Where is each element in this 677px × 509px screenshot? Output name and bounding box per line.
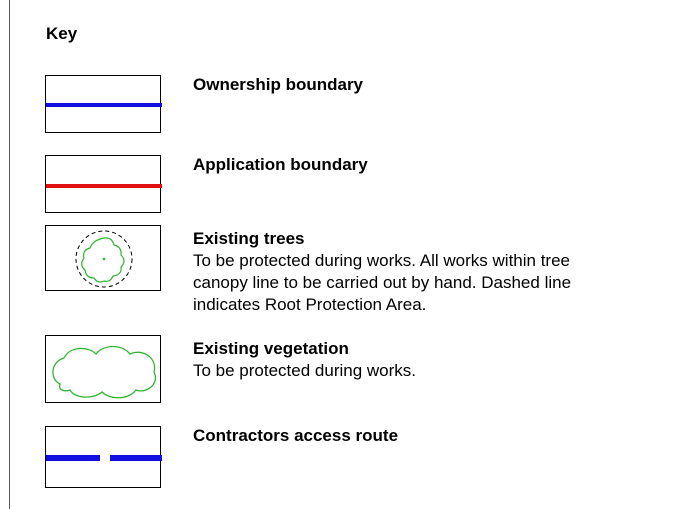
left-border-line <box>9 0 10 509</box>
application-boundary-entry: Application boundary <box>193 154 368 176</box>
existing-vegetation-title: Existing vegetation <box>193 339 349 358</box>
tree-trunk-dot <box>102 257 106 261</box>
existing-vegetation-symbol <box>45 335 161 403</box>
application-boundary-title: Application boundary <box>193 155 368 174</box>
existing-trees-desc-line-2: canopy line to be carried out by hand. D… <box>193 273 572 292</box>
application-boundary-symbol <box>45 155 162 213</box>
ownership-boundary-symbol <box>45 75 162 133</box>
existing-trees-desc-line-1: To be protected during works. All works … <box>193 251 571 270</box>
tree-canopy-icon <box>81 237 125 283</box>
vegetation-cloud-icon <box>52 345 157 399</box>
existing-vegetation-entry: Existing vegetation To be protected duri… <box>193 338 416 382</box>
contractors-access-route-entry: Contractors access route <box>193 425 398 447</box>
existing-trees-title: Existing trees <box>193 229 305 248</box>
ownership-boundary-title: Ownership boundary <box>193 75 364 94</box>
ownership-boundary-entry: Ownership boundary <box>193 74 363 96</box>
existing-vegetation-desc-line-1: To be protected during works. <box>193 361 417 380</box>
existing-trees-entry: Existing trees To be protected during wo… <box>193 228 571 316</box>
key-title: Key <box>46 24 78 43</box>
contractors-access-route-symbol <box>45 426 162 488</box>
contractors-access-route-title: Contractors access route <box>193 426 399 445</box>
existing-trees-desc-line-3: indicates Root Protection Area. <box>193 295 427 314</box>
root-protection-area-circle <box>75 230 133 288</box>
existing-trees-symbol <box>45 225 161 291</box>
